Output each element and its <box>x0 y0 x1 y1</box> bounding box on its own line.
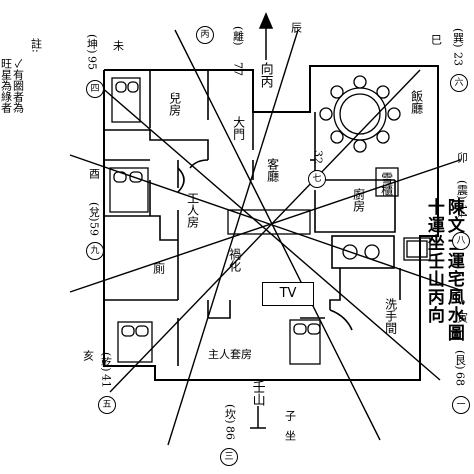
right-lower-trig: (艮) <box>453 350 467 370</box>
bottom-mountain-label: 壬山 <box>249 380 265 406</box>
room-bath: 洗手間 <box>383 298 398 334</box>
direction-lines <box>69 29 461 446</box>
furniture <box>109 75 431 365</box>
bottom-trig: (坎) <box>223 404 237 424</box>
room-center-circle: 七 <box>308 170 326 188</box>
bottom-side: 子 <box>283 410 297 421</box>
top-mark-circle: 丙 <box>196 26 214 44</box>
right-lower-circle: 一 <box>452 396 470 414</box>
top-left-circle: 四 <box>86 80 104 98</box>
chart-title-line2: 十運坐壬山丙向 <box>423 198 444 324</box>
room-bedroom-top-left: 兒房 <box>167 92 182 116</box>
room-center-num: 32 <box>311 150 325 164</box>
left-lower-word: 亥 <box>81 350 95 361</box>
top-facing-label: 向丙 <box>257 62 273 88</box>
room-gate: 大門 <box>231 116 246 140</box>
room-living: 客廳 <box>265 158 280 182</box>
tv-box: TV <box>262 282 314 306</box>
left-lower-trig: (乾) <box>99 352 113 372</box>
top-left-num: 95 <box>85 56 99 70</box>
right-lower-num: 68 <box>453 372 467 386</box>
left-upper-word: 酉 <box>87 168 101 179</box>
bottom-sub: 坐 <box>283 430 297 441</box>
top-right-num: 23 <box>451 52 465 66</box>
left-upper-trig: (兌) <box>87 202 101 222</box>
top-left-side: 未 <box>111 40 125 51</box>
room-kitchen: 廚房 <box>351 188 366 212</box>
right-upper-num: 14 <box>455 204 469 218</box>
room-restaurant: 飯廳 <box>409 90 424 114</box>
right-upper-circle: 八 <box>452 232 470 250</box>
top-right-label: 辰 <box>289 22 303 33</box>
room-fridge: 雪櫃 <box>379 172 394 196</box>
interior-walls <box>104 70 401 366</box>
right-upper-trig: (震) <box>455 180 469 200</box>
bottom-num: 86 <box>223 426 237 440</box>
room-master: 主人套房 <box>208 348 252 361</box>
top-center-num: 77 <box>231 62 245 76</box>
left-upper-num: 59 <box>87 222 101 236</box>
notes-heading: 註: <box>29 38 43 53</box>
right-lower-word: 寅 <box>455 312 469 323</box>
notes-line2: 旺星為綠者 <box>0 58 13 113</box>
top-right-side: 巳 <box>429 34 443 45</box>
top-right-trig: (巽) <box>451 28 465 48</box>
facing-arrow <box>258 12 274 60</box>
left-lower-num: 41 <box>99 374 113 388</box>
top-center-code: (離) <box>231 26 245 46</box>
room-worker: 工人房 <box>185 192 200 228</box>
top-right-circle: 六 <box>450 74 468 92</box>
sitting-mark <box>250 406 266 429</box>
right-upper-word: 卯 <box>455 152 469 163</box>
left-lower-circle: 五 <box>98 396 116 414</box>
top-left-trig: (坤) <box>85 34 99 54</box>
notes-line1: ✓有圈者為 <box>11 58 25 113</box>
room-center-label: 禍化 <box>227 248 242 272</box>
bottom-circle: 三 <box>220 448 238 466</box>
left-upper-circle: 九 <box>86 242 104 260</box>
room-toilet: 廁 <box>151 262 166 274</box>
